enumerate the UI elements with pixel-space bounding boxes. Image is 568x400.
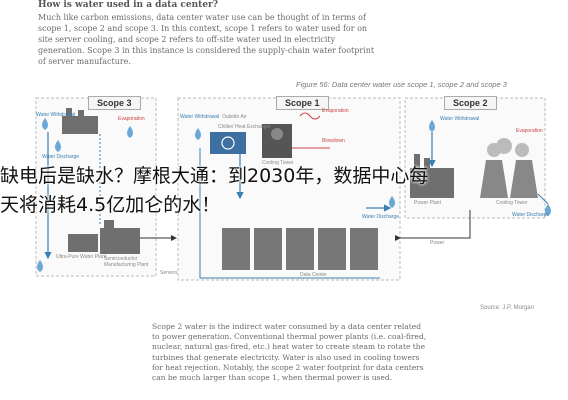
- scope2-title: Scope 2: [444, 96, 497, 110]
- label-power: Power: [430, 240, 445, 246]
- evaporation-icon: [299, 112, 321, 120]
- scope3-title: Scope 3: [88, 96, 141, 110]
- steam-cloud-icon: [487, 138, 529, 157]
- water-drop-icon: [195, 128, 201, 140]
- label-outside-air: Outside Air: [222, 114, 247, 120]
- label-water-discharge-s2: Water Discharge: [512, 212, 550, 218]
- section-heading: How is water used in a data center?: [38, 0, 219, 10]
- water-drop-icon: [429, 120, 435, 132]
- semiconductor-plant-icon: [100, 220, 140, 254]
- source-note: Source: J.P. Morgan: [480, 305, 534, 311]
- label-blowdown: Blowdown: [322, 138, 345, 144]
- water-drop-icon: [42, 118, 48, 130]
- chiller-icon: [210, 132, 246, 154]
- water-scope-diagram: Scope 3 Scope 1 Scope 2 Water Withdrawal…: [0, 88, 568, 300]
- scope2-paragraph: Scope 2 water is the indirect water cons…: [152, 322, 427, 383]
- scope1-title: Scope 1: [276, 96, 329, 110]
- cooling-tower-icon: [262, 124, 292, 158]
- headline-line-2: 天将消耗4.5亿加仑的水！: [0, 194, 221, 216]
- label-water-discharge-s3: Water Discharge: [42, 154, 80, 160]
- label-water-discharge-s1: Water Discharge: [362, 214, 400, 220]
- water-drop-icon: [389, 196, 395, 208]
- label-chiller: Chiller/ Heat Exchanger: [218, 124, 271, 130]
- water-drop-icon: [127, 126, 133, 138]
- label-servers: Servers: [160, 270, 178, 276]
- label-semiconductor-plant: Semiconductor Manufacturing Plant: [104, 256, 149, 268]
- intro-paragraph: Much like carbon emissions, data center …: [38, 13, 375, 66]
- label-water-withdrawal-s3: Water Withdrawal: [36, 112, 76, 118]
- label-cooling-tower-s2: Cooling Tower: [496, 200, 528, 206]
- data-center-racks-icon: [222, 228, 378, 270]
- water-drop-icon: [55, 140, 61, 152]
- label-evaporation-s2: Evaporation: [516, 128, 543, 134]
- label-water-withdrawal-s2: Water Withdrawal: [440, 116, 480, 122]
- water-drop-icon: [545, 204, 551, 216]
- label-ultra-pure-water-plant: Ultra-Pure Water Plant: [56, 254, 107, 260]
- headline-line-1: 缺电后是缺水？摩根大通：到2030年，数据中心每: [0, 165, 429, 187]
- figure-caption: Figure 56: Data center water use scope 1…: [296, 80, 507, 89]
- label-evaporation-s1: Evaporation: [322, 108, 349, 114]
- label-power-plant: Power Plant: [414, 200, 441, 206]
- power-plant-icon: [410, 154, 454, 198]
- label-water-withdrawal-s1: Water Withdrawal: [180, 114, 220, 120]
- ultra-pure-water-plant-icon: [62, 108, 98, 252]
- label-evaporation-s3: Evaporation: [118, 116, 145, 122]
- headline-overlay: 缺电后是缺水？摩根大通：到2030年，数据中心每 天将消耗4.5亿加仑的水！: [0, 162, 568, 220]
- water-drop-icon: [37, 260, 43, 272]
- cooling-tower-s2-icon: [480, 160, 538, 198]
- label-cooling-tower-s1: Cooling Tower: [262, 160, 294, 166]
- label-data-center: Data Center: [300, 272, 327, 278]
